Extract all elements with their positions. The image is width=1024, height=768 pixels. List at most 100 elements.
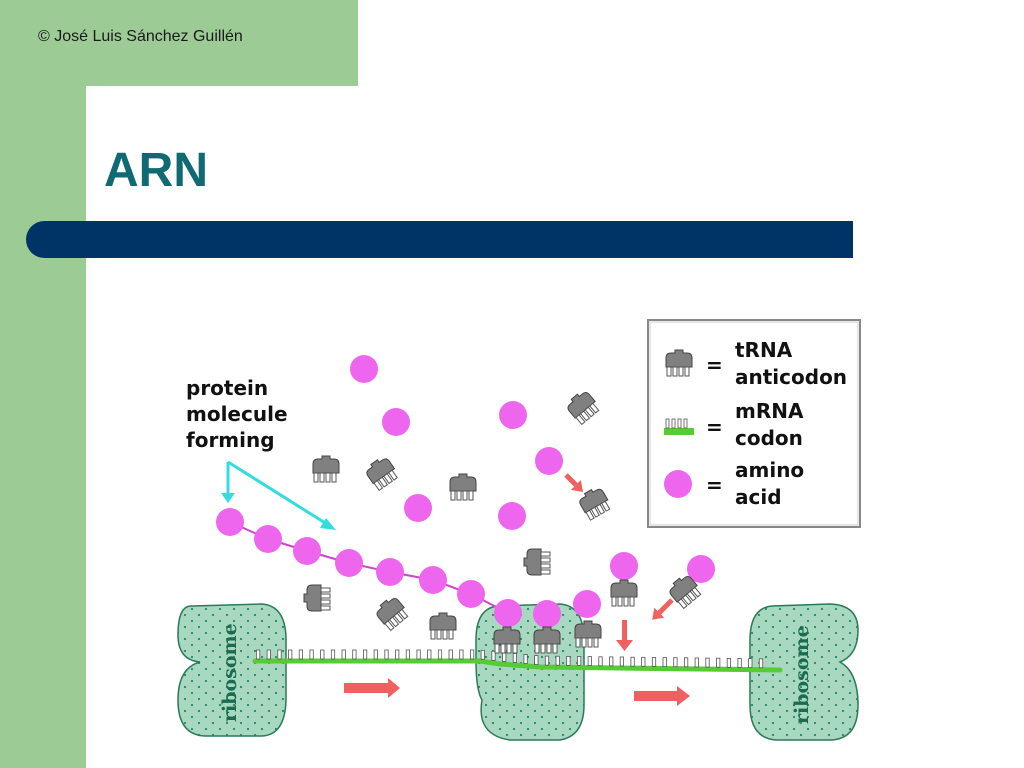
codon-tick [630,656,635,667]
protein-label-line1: protein [186,376,268,400]
amino-acid-chain [335,549,363,577]
codon-tick [309,649,314,660]
amino-acid-chain [293,537,321,565]
protein-label-line2: molecule [186,402,288,426]
trna-icon [563,387,602,426]
legend-mrna-line1: mRNA [735,399,804,423]
amino-acid-free [382,408,410,436]
ribosome-label-left: ribosome [219,623,241,722]
ribosome-left: ribosome [177,603,287,737]
codon-tick [491,650,496,661]
trna-icon [533,626,561,654]
trna-icon [610,579,638,607]
codon-tick [448,649,453,660]
codon-tick [512,653,518,663]
codon-tick [330,649,336,660]
codon-tick [502,652,507,662]
codon-tick [716,657,721,668]
codon-tick [651,657,657,667]
legend-amino-icon [664,470,692,498]
codon-tick [684,657,689,668]
trna-icon [574,620,602,648]
legend-mrna-icon [664,418,694,435]
amino-acid-chain [376,558,404,586]
amino-acid-free [498,502,526,530]
amino-acid-free [499,401,527,429]
movement-arrows [344,473,690,706]
codon-tick [416,649,421,660]
codon-tick [598,656,603,667]
trna-icon [303,584,331,612]
trna-icon [362,454,401,492]
trna-icon [429,612,457,640]
codon-tick [255,649,261,660]
ribosome-right: ribosome [749,603,859,741]
codon-tick [469,649,475,660]
codon-tick [662,657,667,667]
codon-tick [277,649,282,660]
amino-acid-chain [419,566,447,594]
protein-label-line3: forming [186,428,275,452]
codon-tick [288,649,293,660]
trna-icon [493,626,521,654]
legend-mrna-line2: codon [735,426,803,450]
codon-tick [266,649,271,660]
trna-icon [523,548,551,576]
legend-equals: = [706,353,723,377]
legend-amino-line1: amino [735,458,804,482]
amino-acid-free [535,447,563,475]
codon-tick [555,655,560,666]
arrow-diagonal-icon [564,473,583,492]
codon-tick [673,657,678,668]
mrna-strand [252,649,783,673]
amino-acid-free [350,355,378,383]
codon-tick [726,658,732,668]
codon-tick [352,649,357,660]
amino-acid-free [404,494,432,522]
codon-tick [480,649,485,660]
slide-title: ARN [104,144,208,197]
legend-trna-line1: tRNA [735,338,793,362]
amino-acids [216,355,715,628]
codon-tick [544,655,550,666]
codon-tick [619,656,625,667]
codon-tick [373,649,378,660]
amino-acid-chain [494,599,522,627]
amino-acid-free [687,555,715,583]
codon-tick [523,654,528,664]
legend-amino-line2: acid [735,485,782,509]
arrow-down-icon [616,620,633,651]
codon-tick [758,658,764,669]
title-underline-bar [26,221,853,258]
pointer-arrows [221,460,336,530]
legend: = tRNA anticodon = mRNA codon = amino ac… [647,319,861,528]
amino-acid-chain [457,580,485,608]
codon-tick [534,655,539,665]
codon-tick [566,656,571,666]
codon-tick [320,649,325,660]
ribosome-label-right: ribosome [791,625,813,724]
codon-tick [298,649,304,660]
ribosome-middle [475,603,585,741]
arrow-right-icon [344,678,400,698]
codon-tick [395,649,400,660]
codon-tick [459,649,464,660]
codon-tick [609,656,614,667]
amino-acid-bound [573,590,601,618]
codon-tick [694,657,699,668]
trna-icon [312,455,340,483]
trna-icon [449,473,477,501]
legend-trna-line2: anticodon [735,365,847,389]
codon-tick [737,658,742,668]
codon-tick [705,657,710,668]
decor-green-left [0,0,86,768]
legend-trna-icon [665,349,693,377]
amino-acid-bound [610,552,638,580]
codon-tick [437,649,443,660]
codon-tick [748,658,753,668]
amino-acid-chain [254,525,282,553]
codon-tick [577,656,582,666]
codon-tick [405,649,411,660]
copyright-text: © José Luis Sánchez Guillén [38,28,243,45]
